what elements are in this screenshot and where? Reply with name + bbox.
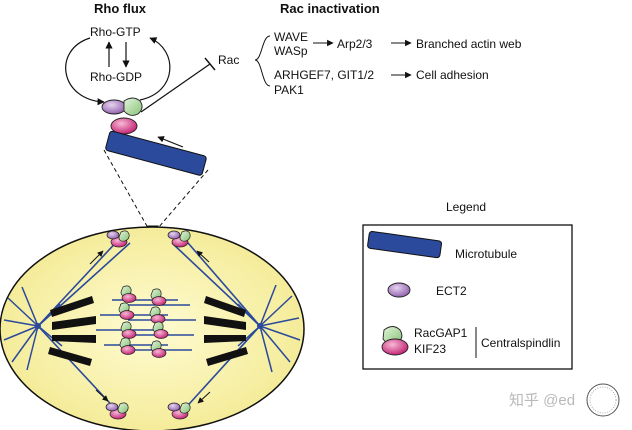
left-centrosome: [35, 323, 41, 329]
watermark: 知乎 @ed: [509, 392, 576, 409]
arp-label: Arp2/3: [337, 37, 373, 51]
cell-body: [0, 226, 305, 430]
top-complex: [101, 97, 143, 135]
rho-gtp-label: Rho-GTP: [90, 25, 141, 39]
legend-kif-swatch: [381, 338, 409, 356]
zoom-line-right: [157, 169, 209, 229]
rho-gdp-label: Rho-GDP: [90, 70, 143, 84]
legend-ect2-label: ECT2: [436, 284, 467, 298]
rho-cycle-right-arc: [139, 37, 171, 101]
cell-adhesion-label: Cell adhesion: [416, 68, 489, 82]
arhgef-label: ARHGEF7, GIT1/2: [274, 68, 375, 82]
left-chromosomes: [48, 296, 96, 366]
microtubule-top: [105, 130, 207, 176]
microtubule-closeup: [105, 130, 207, 176]
wasp-label: WASp: [274, 44, 308, 58]
branched-actin-label: Branched actin web: [416, 37, 522, 51]
cortical-arrows: [89, 250, 211, 404]
rho-flux-title: Rho flux: [94, 1, 146, 16]
rac-inhibition-bar: [204, 57, 216, 71]
right-centrosome: [257, 323, 263, 329]
rac-branch-bracket: [254, 35, 271, 87]
dividing-cell: [0, 226, 305, 430]
rho-cycle: [65, 37, 171, 106]
legend-centralspindlin-label: Centralspindlin: [481, 336, 561, 350]
zoom-line-left: [103, 149, 149, 229]
csh-logo: [586, 383, 620, 417]
rac-inactivation-title: Rac inactivation: [280, 1, 380, 16]
rac-inhibition-line: [140, 63, 211, 113]
wave-label: WAVE: [274, 30, 309, 44]
legend-microtubule-label: Microtubule: [455, 247, 518, 261]
rac-label: Rac: [218, 53, 240, 67]
legend-microtubule-swatch: [367, 230, 443, 259]
legend-title: Legend: [446, 200, 487, 214]
legend-ect2-swatch: [387, 282, 411, 298]
legend: [362, 224, 573, 370]
racgap1-top: [123, 97, 143, 116]
rho-cycle-left-arc: [65, 37, 105, 106]
motor-direction-arrow: [157, 136, 184, 148]
ect2-top: [101, 99, 127, 115]
legend-racgap-label: RacGAP1: [414, 326, 468, 340]
legend-kif-label: KIF23: [414, 342, 447, 356]
right-chromosomes: [204, 296, 248, 366]
pak1-label: PAK1: [274, 83, 304, 97]
